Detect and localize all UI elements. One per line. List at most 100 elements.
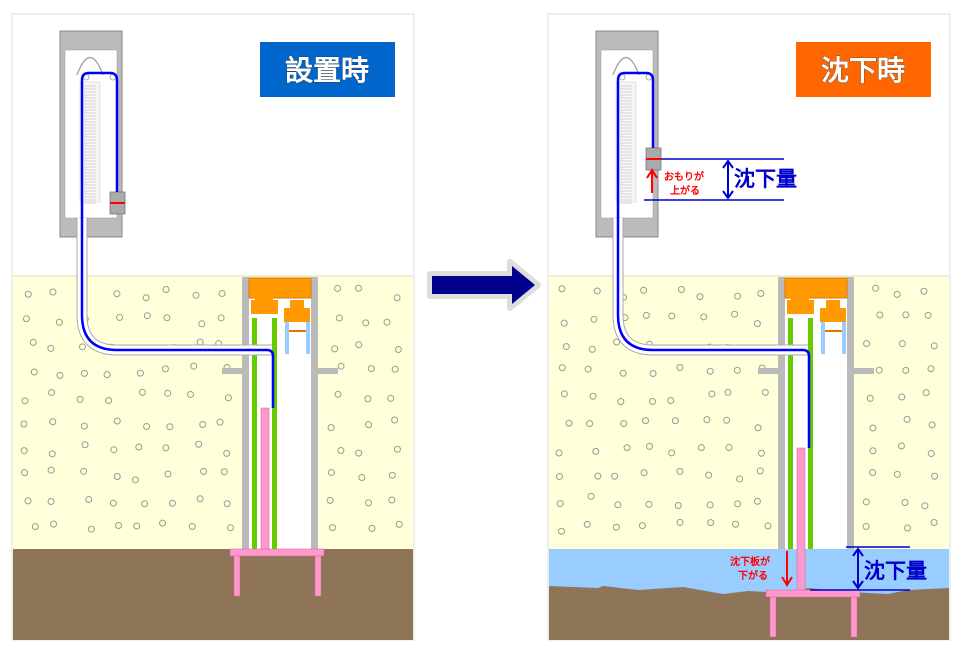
pebble: [80, 422, 88, 430]
inner-tube-left: [788, 318, 793, 549]
pebble: [365, 499, 373, 507]
pebble: [190, 362, 198, 370]
pebble: [227, 524, 235, 532]
pebble: [734, 500, 742, 508]
pebble: [612, 523, 620, 531]
pebble: [638, 522, 646, 530]
pebble: [697, 444, 705, 452]
pebble: [732, 520, 740, 528]
pebble: [589, 392, 597, 400]
double-arrow-icon: [722, 159, 734, 200]
pulley-bar: [825, 330, 842, 332]
pebble: [930, 342, 938, 350]
pebble: [387, 394, 395, 402]
pebble: [138, 388, 146, 396]
pebble: [164, 470, 172, 478]
pebble: [753, 320, 761, 328]
pebble: [30, 368, 38, 376]
inner-cap-top: [791, 296, 809, 302]
scale-strip: [79, 81, 101, 203]
top-cap: [248, 277, 312, 299]
pebble: [331, 345, 339, 353]
hanger-wire: [76, 56, 104, 76]
pebble: [862, 498, 870, 506]
scale-strip: [615, 81, 637, 203]
pebble: [875, 366, 883, 374]
pebble: [677, 286, 685, 294]
pebble: [897, 442, 905, 450]
pebble: [142, 294, 150, 302]
state-label: 沈下時: [821, 54, 905, 87]
settlement-rod: [796, 447, 806, 591]
state-label: 設置時: [285, 54, 369, 87]
pebble: [109, 499, 117, 507]
pebble: [198, 320, 206, 328]
pebble: [696, 293, 704, 301]
pebble: [391, 365, 399, 373]
pebble: [668, 449, 676, 457]
pebble: [133, 522, 141, 530]
pebble: [223, 500, 231, 508]
pebble: [113, 290, 121, 298]
pebble: [920, 287, 928, 295]
pebble: [922, 389, 930, 397]
pebble: [560, 319, 568, 327]
pebble: [388, 471, 396, 479]
casing-wall-left: [778, 277, 785, 549]
pebble: [614, 501, 622, 509]
pebble: [555, 472, 563, 480]
pebble: [620, 420, 628, 428]
pebble: [869, 447, 877, 455]
pulley-cap: [820, 308, 846, 322]
measurement-wire: [616, 71, 811, 448]
pebble: [334, 284, 342, 292]
pebble: [87, 525, 95, 533]
pebble: [76, 395, 84, 403]
pebble: [143, 422, 151, 430]
pebble: [199, 420, 207, 428]
weight-note-line2: 上がる: [670, 184, 700, 197]
pebble: [115, 521, 123, 529]
inner-cap: [251, 300, 278, 314]
pebble: [676, 364, 684, 372]
pebble: [640, 286, 648, 294]
down-arrow-icon: [781, 551, 793, 587]
pebble: [863, 340, 871, 348]
pebble: [337, 446, 345, 454]
pebble: [326, 496, 334, 504]
pebble: [703, 416, 711, 424]
pebble: [395, 520, 403, 528]
pebble: [161, 365, 169, 373]
pebble: [902, 366, 910, 374]
pebble: [594, 472, 602, 480]
gauge-scale: [615, 81, 637, 204]
double-arrow-icon: [852, 547, 864, 590]
pebble: [893, 470, 901, 478]
pebble: [869, 424, 877, 432]
pebble: [734, 292, 742, 300]
measurement-wire: [80, 71, 275, 408]
pebble: [555, 449, 563, 457]
base-ground: [549, 586, 949, 640]
plate-leg-right: [850, 596, 858, 638]
pebble: [642, 311, 650, 319]
pebble: [216, 418, 224, 426]
pebble: [29, 338, 37, 346]
anchor-left: [222, 368, 244, 374]
pebble: [220, 468, 228, 476]
pebble: [200, 467, 208, 475]
pebble: [195, 440, 203, 448]
pebble: [49, 288, 57, 296]
pebble: [902, 311, 910, 319]
pebble: [617, 398, 625, 406]
pebble: [166, 423, 174, 431]
pebble: [708, 390, 716, 398]
pebble: [50, 520, 58, 528]
plate-leg-right: [314, 555, 322, 597]
pebble: [898, 393, 906, 401]
anchor-right: [316, 368, 338, 374]
pebble: [113, 417, 121, 425]
inner-cap-top: [255, 296, 273, 302]
pebble: [143, 312, 151, 320]
